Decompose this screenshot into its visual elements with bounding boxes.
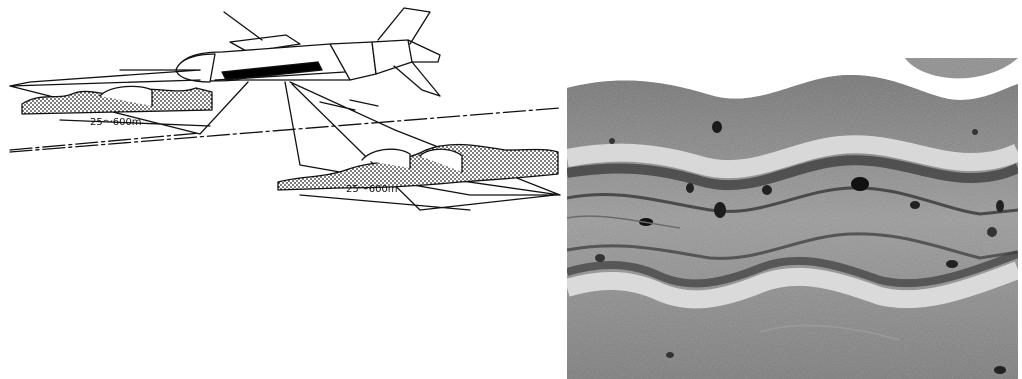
- track-line-lower: [10, 133, 200, 150]
- sonar-mosaic-image: [567, 58, 1022, 379]
- seabed-right: [278, 145, 558, 190]
- swath-label-left: 25～600m: [90, 117, 142, 128]
- survey-schematic: 25～600m 25～600m: [10, 8, 560, 210]
- swath-label-right: 25～600m: [346, 184, 398, 195]
- towed-sonar-vehicle-icon: [176, 8, 440, 96]
